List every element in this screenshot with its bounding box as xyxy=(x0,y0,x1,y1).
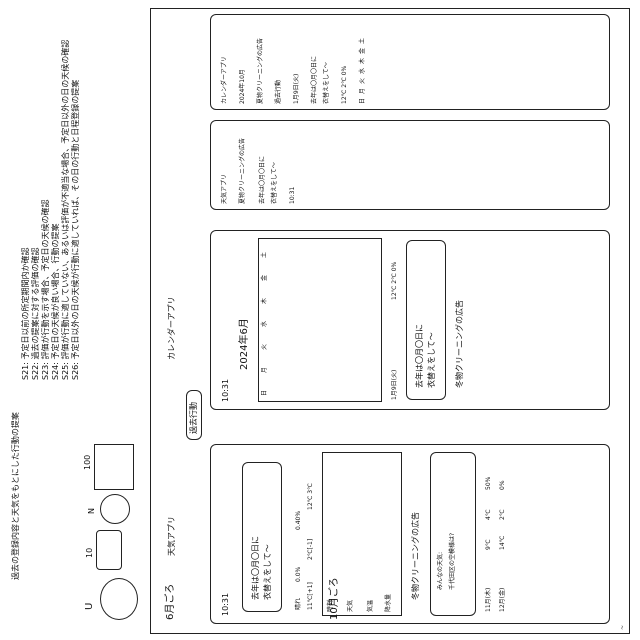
oct-weather-time: 10:31 xyxy=(289,186,296,204)
june-wd-sat: 土 xyxy=(261,251,268,258)
oct-wd-tue: 火 xyxy=(359,77,366,84)
oct-weather-proposal-l1: 去年は〇月〇日に xyxy=(259,155,266,204)
step-s24: S24: 予定日の天候が良い場合、行動の提案 xyxy=(51,223,60,381)
june-temp-range: 12℃ 3℃ xyxy=(307,483,314,510)
june-precip: 0.0% xyxy=(295,566,302,582)
october-label: 10月ごろ xyxy=(329,577,340,620)
june-cal-proposal-l2: 衣替えをして〜 xyxy=(427,332,436,388)
june-row1-date: 11月(木) xyxy=(485,587,492,612)
terminal-icon xyxy=(96,530,122,570)
october-calendar-month: 2024年10月 xyxy=(239,69,246,104)
june-wd-fri: 金 xyxy=(261,274,268,281)
network-icon xyxy=(100,494,130,524)
june-temp-today: 11℃[+1] xyxy=(307,582,314,610)
june-row2-date: 12月(金) xyxy=(499,587,506,612)
june-wd-tue: 火 xyxy=(261,343,268,350)
june-date-note: 1月9日(火) xyxy=(391,369,398,400)
june-temp-low: 2℃[-1] xyxy=(307,538,314,560)
step-s23: S23: 評価が行動を示す場合、予定日の天候の確認 xyxy=(41,199,50,381)
june-calendar-proposal[interactable] xyxy=(406,240,446,400)
calendar-app-label-june: カレンダーアプリ xyxy=(167,296,176,360)
step-s26: S26: 予定日以外の日の天候が行動に適していれば、その日の行動と日程登録の提案 xyxy=(71,79,80,380)
oct-wd-thu: 木 xyxy=(359,57,366,64)
figure-title: 過去の登録内容と天気をもとにした行動の提案 xyxy=(11,412,20,580)
june-precip2: 0.40% xyxy=(295,510,302,530)
june-label: 6月ごろ xyxy=(165,583,176,620)
user-label: U xyxy=(84,602,95,610)
june-condition: 晴れ xyxy=(295,597,302,610)
server-icon xyxy=(94,444,134,490)
oct-wd-sat: 土 xyxy=(359,37,366,44)
june-calendar-grid[interactable] xyxy=(258,238,382,402)
weather-app-label-june: 天気アプリ xyxy=(167,516,176,556)
june-cal-temp: 12℃ 2℃ 0% xyxy=(391,261,398,300)
oct-wd-fri: 金 xyxy=(359,47,366,54)
june-row2-p: 0% xyxy=(499,480,506,490)
weather-app-label-oct: 天気アプリ xyxy=(221,173,228,204)
june-row1-t1: 9℃ xyxy=(485,539,492,550)
server-label: 100 xyxy=(83,454,92,470)
june-wd-wed: 水 xyxy=(261,320,268,327)
june-calendar-month: 2024年6月 xyxy=(239,318,250,370)
june-wd-sun: 日 xyxy=(261,389,268,396)
june-weather-proposal-l2: 衣替えをして〜 xyxy=(263,544,272,600)
figure-id: ~ xyxy=(619,624,626,630)
june-weather-row-label: 天気 xyxy=(347,599,354,612)
june-row1-t2: 4℃ xyxy=(485,509,492,520)
june-community-area: 千代田区の空模様は? xyxy=(449,532,456,590)
oct-wd-mon: 月 xyxy=(359,87,366,94)
june-calendar-time: 10:31 xyxy=(221,378,230,402)
june-community-title: みんなの天気: xyxy=(437,551,444,590)
june-weather-proposal-l1: 去年は〇月〇日に xyxy=(251,536,260,600)
network-label: N xyxy=(87,508,96,514)
june-weather-ad[interactable]: 冬物クリーニングの広告 xyxy=(411,512,420,600)
oct-wd-wed: 水 xyxy=(359,67,366,74)
june-cal-proposal-l1: 去年は〇月〇日に xyxy=(415,324,424,388)
october-calendar-phone xyxy=(210,14,610,110)
oct-wd-sun: 日 xyxy=(359,97,366,104)
past-action-label-oct: 過去行動 xyxy=(275,79,282,104)
oct-cal-proposal-l2: 衣替えをして〜 xyxy=(323,62,330,104)
june-wd-mon: 月 xyxy=(261,366,268,373)
june-calendar-ad[interactable]: 冬物クリーニングの広告 xyxy=(455,300,464,388)
past-action-label-june: 過去行動 xyxy=(189,402,198,434)
june-temp-label: 気温 xyxy=(367,599,374,612)
oct-cal-proposal-l1: 去年は〇月〇日に xyxy=(311,55,318,104)
october-weather-phone xyxy=(210,120,610,210)
user-icon xyxy=(100,578,138,620)
step-s22: S22: 過去の提案に対する評価の確認 xyxy=(31,247,40,381)
calendar-app-label-oct: カレンダーアプリ xyxy=(221,56,228,104)
oct-weather-proposal-l2: 衣替えをして〜 xyxy=(271,162,278,204)
june-row2-t2: 2℃ xyxy=(499,509,506,520)
terminal-label: 10 xyxy=(85,547,94,558)
june-wd-thu: 木 xyxy=(261,297,268,304)
step-s25: S25: 評価が行動に適していない、あるいは評価が不適当な場合、予定日以外の日の… xyxy=(61,39,70,380)
step-s21: S21: 予定日以前の所定期間内か確認 xyxy=(21,247,30,381)
october-date-note: 1月9日(火) xyxy=(293,73,300,104)
june-rain-label: 降水量 xyxy=(385,593,392,612)
oct-cal-temp: 12℃ 2℃ 0% xyxy=(341,65,348,104)
october-weather-ad[interactable]: 夏物クリーニングの広告 xyxy=(239,137,246,204)
october-calendar-ad[interactable]: 夏物クリーニングの広告 xyxy=(257,37,264,104)
june-row2-t1: 14℃ xyxy=(499,535,506,550)
june-weather-proposal[interactable] xyxy=(242,462,282,612)
june-row1-p: 50% xyxy=(485,476,492,490)
june-weather-time: 10:31 xyxy=(221,592,230,616)
